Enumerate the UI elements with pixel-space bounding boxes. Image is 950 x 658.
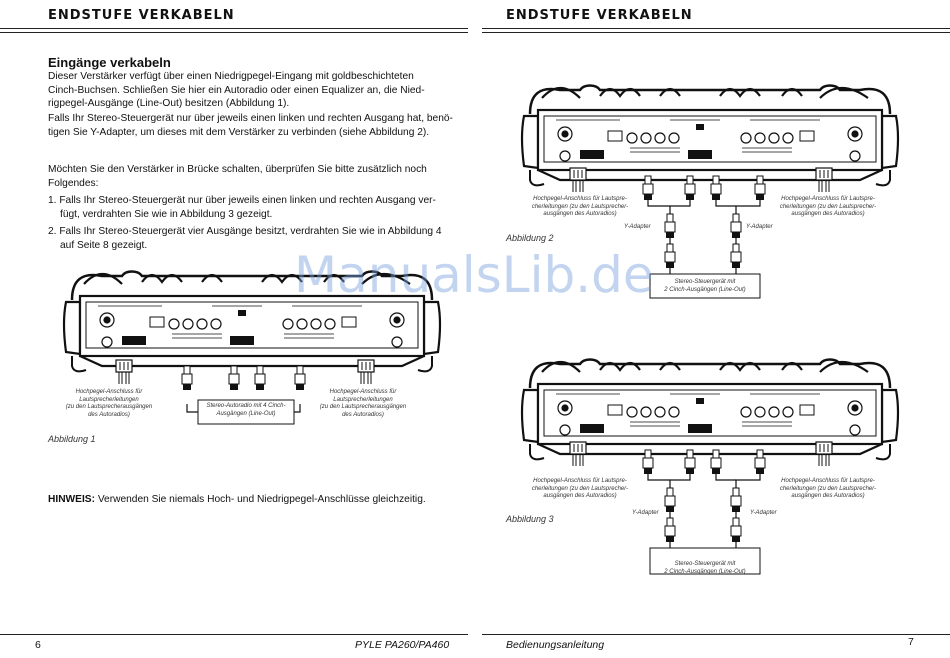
footer-manual: Bedienungsanleitung — [506, 639, 605, 651]
figure-2-rca-plugs — [642, 175, 766, 269]
figure-2-source-label: Stereo-Steuergerät mit 2 Cinch-Ausgängen… — [650, 279, 760, 294]
figure-1-label-center: Stereo-Autoradio mit 4 Cinch- Ausgängen … — [198, 403, 294, 418]
figure-2-source-box — [649, 273, 761, 299]
fig1-right-line: (zu den Lautsprecherausgängen — [319, 404, 407, 410]
figure-3-source-label: Stereo-Steuergerät mit 2 Cinch-Ausgängen… — [650, 561, 760, 576]
fig3-right-line: Hochpegel-Anschluss für Lautspre- — [781, 478, 875, 484]
list-item-1: 1. Falls Ihr Stereo-Steuergerät nur über… — [48, 194, 458, 221]
fig2-source-line: Stereo-Steuergerät mit — [674, 279, 736, 285]
item2-line: auf Seite 8 gezeigt. — [60, 239, 148, 251]
fig1-left-line: des Autoradios) — [88, 411, 130, 418]
left-header-rule — [0, 28, 468, 29]
figure-3-diagram — [520, 358, 900, 575]
fig1-right-line: des Autoradios) — [342, 411, 384, 418]
right-header-rule — [482, 28, 950, 29]
fig3-right-line: ausgängen des Autoradios) — [791, 493, 865, 499]
figure-1-source-box — [197, 399, 295, 425]
figure-3-source-box — [649, 547, 761, 575]
fig1-right-line: Lautsprecherleitungen — [333, 396, 393, 403]
hinweis-note: HINWEIS: Verwenden Sie niemals Hoch- und… — [48, 494, 426, 505]
figure-2-y-adapter-right: Y-Adapter — [746, 224, 773, 230]
paragraph-1: Dieser Verstärker verfügt über einen Nie… — [48, 70, 458, 111]
fig2-left-line: Hochpegel-Anschluss für Lautspre- — [533, 196, 627, 202]
para3-line: Folgendes: — [48, 177, 99, 189]
figure-3-label-right: Hochpegel-Anschluss für Lautspre- cherle… — [768, 478, 888, 501]
section-title: Eingänge verkabeln — [48, 55, 171, 70]
figure-1-rca-plugs — [181, 365, 306, 391]
left-page-header: ENDSTUFE VERKABELN — [48, 8, 235, 23]
figure-1-caption: Abbildung 1 — [48, 434, 96, 444]
fig2-left-line: cherleitungen (zu den Lautsprecher- — [531, 203, 629, 210]
fig2-right-line: ausgängen des Autoradios) — [791, 211, 865, 217]
watermark: ManualsLib.de — [294, 246, 654, 304]
fig3-source-line: 2 Cinch-Ausgängen (Line-Out) — [664, 568, 746, 575]
left-footer-rule — [0, 634, 468, 635]
figure-3-y-adapter-right: Y-Adapter — [750, 510, 777, 516]
fig1-left-line: Lautsprecherleitungen — [79, 396, 139, 403]
item2-line: 2. Falls Ihr Stereo-Steuergerät vier Aus… — [48, 226, 442, 237]
fig1-center-line: Stereo-Autoradio mit 4 Cinch- — [206, 403, 286, 409]
figure-3-rca-plugs — [642, 449, 766, 543]
fig1-left-line: Hochpegel-Anschluss für — [75, 389, 143, 395]
fig2-right-line: Hochpegel-Anschluss für Lautspre- — [781, 196, 875, 202]
note-label: HINWEIS: — [48, 494, 95, 505]
figure-2-label-left: Hochpegel-Anschluss für Lautspre- cherle… — [520, 196, 640, 219]
figure-3-connector-right — [815, 441, 833, 467]
figure-2-diagram — [520, 84, 900, 299]
right-page-header: ENDSTUFE VERKABELN — [506, 8, 693, 23]
fig1-left-line: (zu den Lautsprecherausgängen — [65, 404, 153, 410]
figure-3-connector-left — [569, 441, 587, 467]
figure-3-label-left: Hochpegel-Anschluss für Lautspre- cherle… — [520, 478, 640, 501]
right-header-rule-2 — [482, 32, 950, 33]
figure-1-diagram — [62, 270, 442, 425]
left-header-rule-2 — [0, 32, 468, 33]
figure-1-label-left: Hochpegel-Anschluss für Lautsprecherleit… — [64, 389, 154, 419]
para1-line: Cinch-Buchsen. Schließen Sie hier ein Au… — [48, 84, 425, 96]
fig1-right-line: Hochpegel-Anschluss für — [329, 389, 397, 395]
figure-1-connector-right — [357, 359, 375, 385]
fig3-left-line: cherleitungen (zu den Lautsprecher- — [531, 485, 629, 492]
fig2-left-line: ausgängen des Autoradios) — [543, 211, 617, 217]
figure-2-y-adapter-left: Y-Adapter — [624, 224, 651, 230]
para1-line: rigpegel-Ausgänge (Line-Out) besitzen (A… — [48, 98, 290, 109]
fig1-center-line: Ausgängen (Line-Out) — [216, 410, 276, 417]
figure-2-connector-right — [815, 167, 833, 193]
para3-line: Möchten Sie den Verstärker in Brücke sch… — [48, 164, 427, 175]
list-item-2: 2. Falls Ihr Stereo-Steuergerät vier Aus… — [48, 225, 458, 252]
para2-line: tigen Sie Y-Adapter, um dieses mit dem V… — [48, 126, 430, 138]
figure-2-label-right: Hochpegel-Anschluss für Lautspre- cherle… — [768, 196, 888, 219]
fig3-left-line: ausgängen des Autoradios) — [543, 493, 617, 499]
paragraph-3: Möchten Sie den Verstärker in Brücke sch… — [48, 163, 458, 190]
footer-model: PYLE PA260/PA460 — [355, 639, 450, 651]
fig2-source-line: 2 Cinch-Ausgängen (Line-Out) — [664, 286, 746, 293]
note-text: Verwenden Sie niemals Hoch- und Niedrigp… — [94, 494, 426, 505]
figure-3-caption: Abbildung 3 — [506, 514, 554, 524]
fig3-left-line: Hochpegel-Anschluss für Lautspre- — [533, 478, 627, 484]
figure-1-label-right: Hochpegel-Anschluss für Lautsprecherleit… — [318, 389, 408, 419]
figure-2-caption: Abbildung 2 — [506, 233, 554, 243]
fig2-right-line: cherleitungen (zu den Lautsprecher- — [779, 203, 877, 210]
figure-3-y-adapter-left: Y-Adapter — [632, 510, 659, 516]
figure-2-connector-left — [569, 167, 587, 193]
item1-line: 1. Falls Ihr Stereo-Steuergerät nur über… — [48, 195, 436, 206]
item1-line: fügt, verdrahten Sie wie in Abbildung 3 … — [60, 208, 273, 220]
fig3-right-line: cherleitungen (zu den Lautsprecher- — [779, 485, 877, 492]
fig3-source-line: Stereo-Steuergerät mit — [674, 561, 736, 567]
paragraph-2: Falls Ihr Stereo-Steuergerät nur über je… — [48, 112, 458, 139]
left-page-number: 6 — [35, 639, 41, 651]
para1-line: Dieser Verstärker verfügt über einen Nie… — [48, 71, 414, 82]
para2-line: Falls Ihr Stereo-Steuergerät nur über je… — [48, 113, 453, 124]
right-page-number: 7 — [908, 636, 914, 648]
right-footer-rule — [482, 634, 950, 635]
figure-1-connector-left — [115, 359, 133, 385]
